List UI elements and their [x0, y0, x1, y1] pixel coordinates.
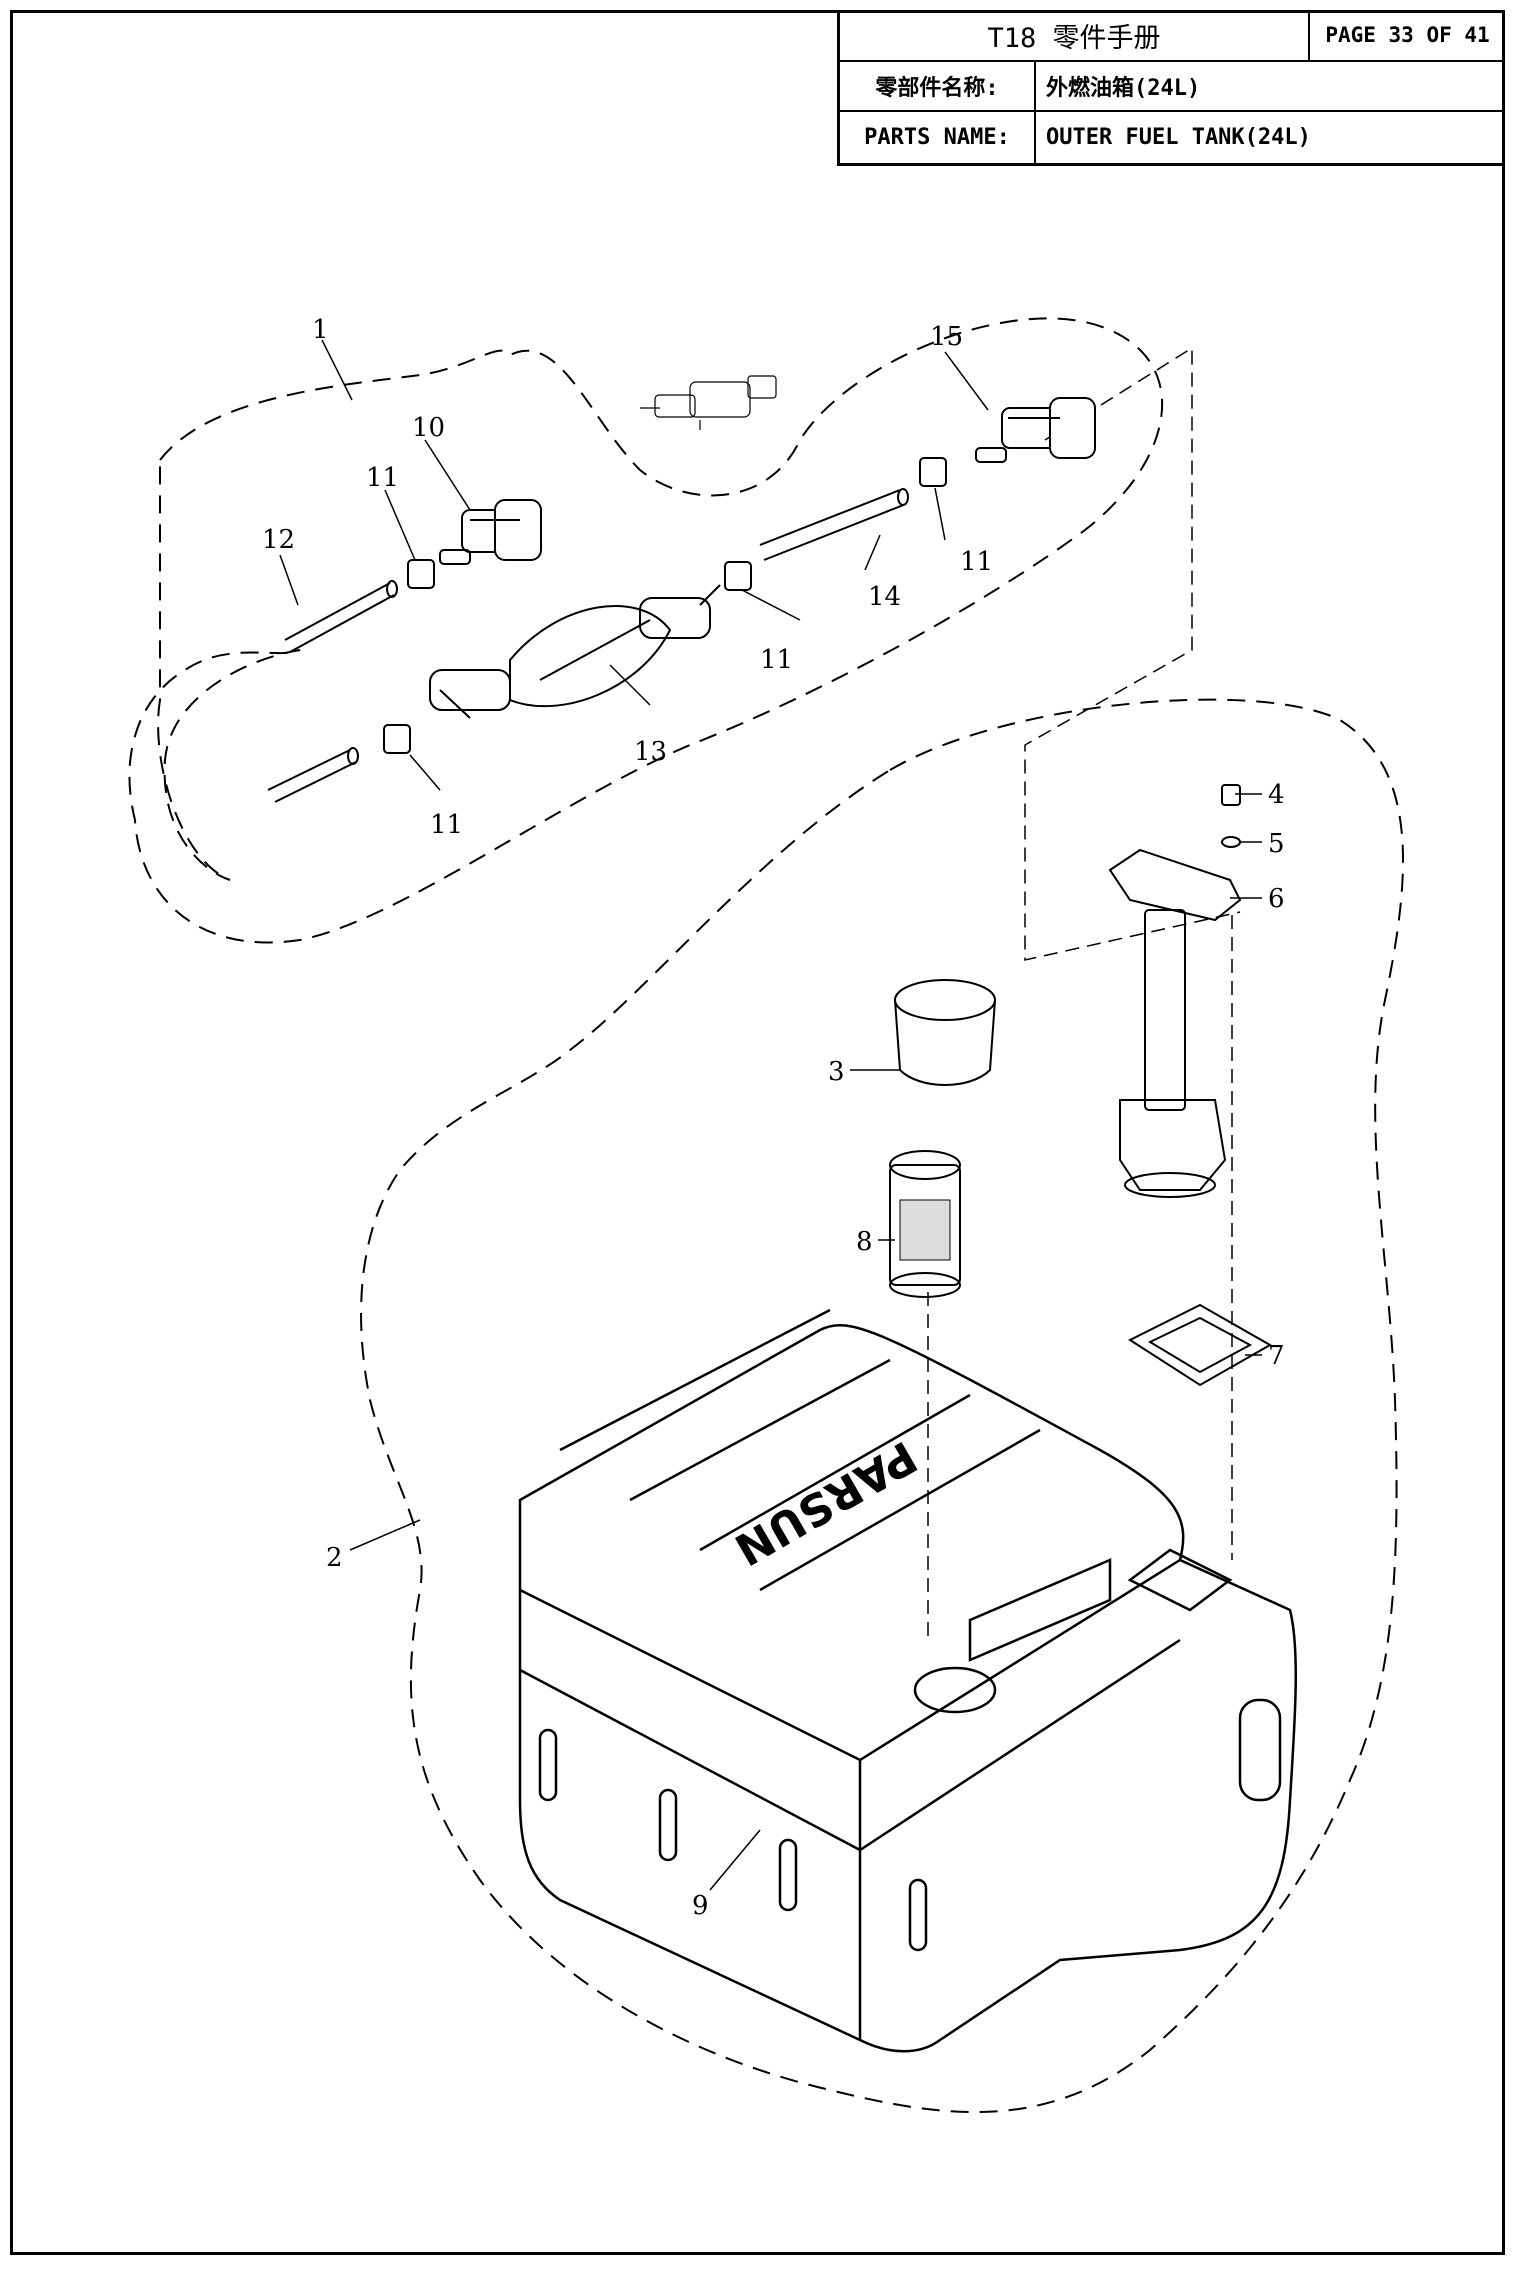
manual-title: T18 零件手册 — [840, 10, 1310, 60]
callout-11d: 11 — [430, 810, 463, 840]
title-block: T18 零件手册 PAGE 33 OF 41 零部件名称: 外燃油箱(24L) … — [837, 10, 1505, 166]
callout-15: 15 — [930, 322, 963, 352]
callout-6: 6 — [1268, 884, 1285, 914]
part-14-hose — [759, 488, 909, 561]
part-11-nuts — [383, 457, 947, 754]
callout-1: 1 — [312, 315, 329, 345]
callout-14: 14 — [868, 582, 901, 612]
en-name-row: PARTS NAME: OUTER FUEL TANK(24L) — [840, 112, 1505, 163]
en-name-label: PARTS NAME: — [840, 112, 1036, 163]
group-2-boundary — [360, 698, 1405, 2114]
page-number: PAGE 33 OF 41 — [1325, 23, 1490, 47]
callout-leaders — [279, 339, 1262, 1891]
callout-11b: 11 — [960, 547, 993, 577]
cn-name-row: 零部件名称: 外燃油箱(24L) — [840, 62, 1505, 112]
callout-10: 10 — [412, 413, 445, 443]
part-13-primer-bulb — [429, 584, 721, 719]
part-9-fuel-tank — [518, 1308, 1298, 2053]
callout-8: 8 — [856, 1227, 873, 1257]
assembly-guide-top — [1024, 346, 1241, 961]
part-8-strainer — [889, 1150, 961, 1298]
part-15-connector — [975, 397, 1096, 463]
callout-12: 12 — [262, 525, 295, 555]
part-5-washer — [1221, 836, 1241, 848]
callout-9: 9 — [692, 1891, 709, 1921]
page-border — [10, 10, 1505, 2255]
connector-sketch — [640, 375, 777, 430]
part-7-gasket — [1127, 1303, 1273, 1387]
callout-11a: 11 — [366, 463, 399, 493]
part-10-connector — [439, 499, 542, 565]
cn-name-label: 零部件名称: — [840, 62, 1036, 110]
part-3-cap — [894, 979, 996, 1086]
callout-4: 4 — [1268, 780, 1285, 810]
group-1-boundary — [128, 317, 1164, 944]
callout-11c: 11 — [760, 645, 793, 675]
callout-13: 13 — [634, 737, 667, 767]
part-12-hose — [267, 580, 398, 803]
title-row: T18 零件手册 PAGE 33 OF 41 — [840, 10, 1505, 62]
part-6-fuel-gauge — [1108, 848, 1242, 1198]
callout-3: 3 — [828, 1057, 845, 1087]
callout-2: 2 — [326, 1543, 343, 1573]
callout-7: 7 — [1268, 1341, 1285, 1371]
callout-5: 5 — [1268, 829, 1285, 859]
part-4-screw — [1221, 784, 1241, 806]
en-name-value: OUTER FUEL TANK(24L) — [1046, 125, 1311, 150]
cn-name-value: 外燃油箱(24L) — [1046, 76, 1201, 101]
